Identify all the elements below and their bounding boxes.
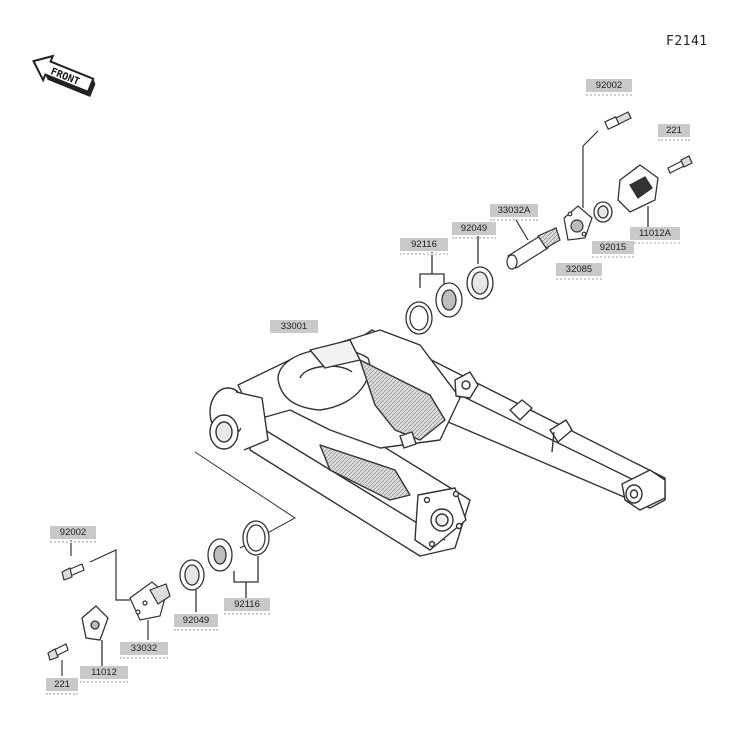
holder-32085 (563, 205, 593, 241)
shaft-33032A (506, 219, 561, 270)
label-33001[interactable]: 33001 (270, 320, 318, 333)
label-32085[interactable]: 32085 (556, 263, 602, 280)
bolt-221-top (667, 155, 693, 174)
label-92002-bottom[interactable]: 92002 (50, 526, 96, 543)
label-11012A[interactable]: 11012A (630, 227, 680, 244)
label-92015[interactable]: 92015 (592, 241, 634, 258)
front-arrow-icon: FRONT (32, 54, 96, 97)
label-221-top[interactable]: 221 (658, 124, 690, 141)
bearing-92116-top (405, 252, 463, 335)
swingarm-33001 (209, 329, 666, 557)
label-11012[interactable]: 11012 (80, 666, 128, 683)
bearing-92116-bottom (207, 520, 270, 598)
bolt-92002-top (582, 111, 632, 208)
label-92002-top[interactable]: 92002 (586, 79, 632, 96)
collar-92049-top (466, 236, 494, 300)
label-92049-top[interactable]: 92049 (452, 222, 496, 239)
label-92116-bottom[interactable]: 92116 (224, 598, 270, 615)
label-33032[interactable]: 33032 (120, 642, 168, 659)
figure-code: F2141 (666, 34, 708, 49)
holder-33032 (129, 581, 171, 640)
bolt-92002-bottom (61, 540, 130, 601)
seal-92015 (593, 201, 613, 223)
label-221-bottom[interactable]: 221 (46, 678, 78, 695)
bolt-221-bottom (47, 643, 69, 676)
label-33032A[interactable]: 33032A (490, 204, 538, 221)
cap-11012A (617, 164, 659, 228)
cap-11012 (81, 605, 109, 666)
label-92116-top[interactable]: 92116 (400, 238, 448, 255)
label-92049-bottom[interactable]: 92049 (174, 614, 218, 631)
collar-92049-bottom (179, 559, 205, 612)
